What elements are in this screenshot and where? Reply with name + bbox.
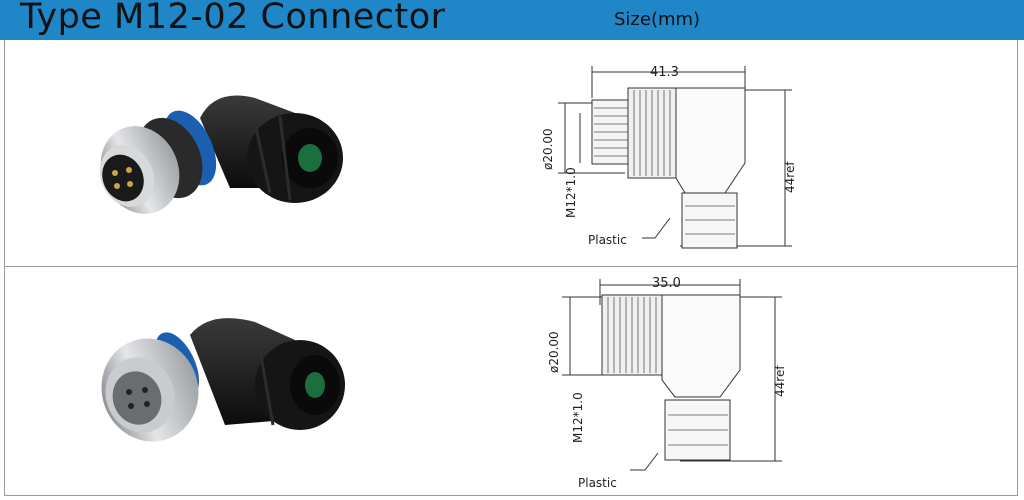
- thread-dimension: M12*1.0: [571, 392, 585, 443]
- male-connector-drawing: 41.3 ø20.00 M12*1.0 44ref Plastic: [541, 65, 797, 249]
- female-connector-photo: [101, 318, 345, 442]
- diameter-dimension: ø20.00: [541, 128, 555, 170]
- female-connector-drawing: 35.0 ø20.00 M12*1.0 44ref Plastic: [547, 276, 787, 490]
- width-dimension: 41.3: [650, 65, 679, 80]
- thread-dimension: M12*1.0: [564, 167, 578, 218]
- material-label: Plastic: [578, 476, 617, 490]
- row-divider: [4, 266, 1018, 267]
- product-table: [4, 40, 1018, 496]
- header-bar: Type M12-02 Connector Size(mm): [0, 0, 1024, 40]
- male-connector-photo: [99, 95, 343, 214]
- page-title: Type M12-02 Connector: [20, 0, 446, 37]
- height-dimension: 44ref: [783, 161, 797, 193]
- width-dimension: 35.0: [652, 276, 681, 291]
- material-label: Plastic: [588, 233, 627, 247]
- diameter-dimension: ø20.00: [547, 331, 561, 373]
- size-label: Size(mm): [614, 9, 701, 30]
- height-dimension: 44ref: [773, 365, 787, 397]
